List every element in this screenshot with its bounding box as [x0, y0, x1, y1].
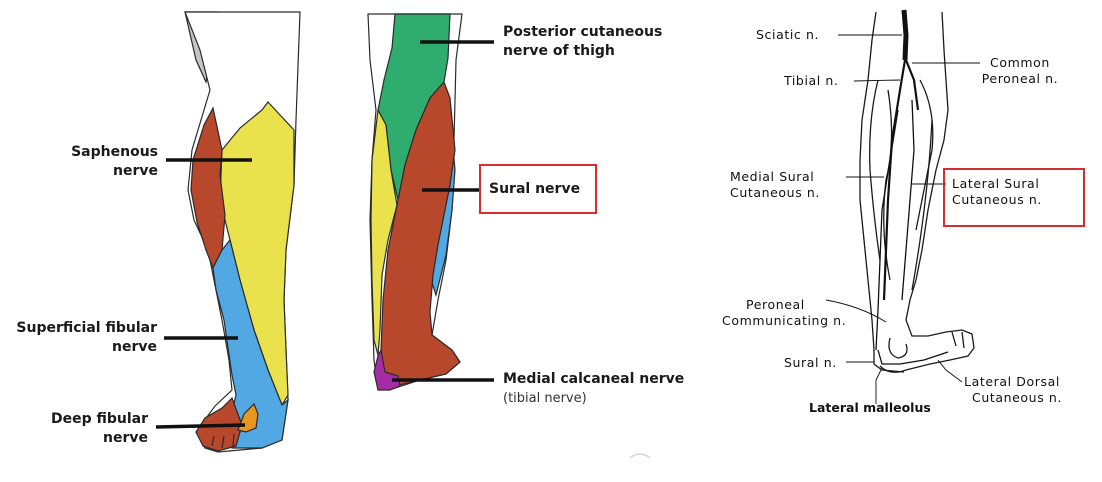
calf-muscle-left	[869, 79, 881, 261]
faint-circle-arc	[629, 453, 651, 459]
superficial-fibular-label: Superficial fibular nerve	[16, 320, 157, 355]
sural-anterior-region	[190, 106, 226, 270]
medial-sural-line	[875, 109, 899, 351]
lateral-leg-drawing	[859, 11, 975, 373]
sural-nerve-line	[877, 349, 949, 365]
tibial-crest	[911, 119, 933, 291]
leg-front-contour	[905, 11, 975, 371]
nerve-branches	[875, 9, 949, 365]
sciatic-nerve	[901, 9, 909, 61]
tibial-label: Tibial n.	[784, 73, 839, 88]
lateral-malleolus-label: Lateral malleolus	[809, 400, 931, 415]
sural-posterior-region	[379, 80, 461, 387]
superficial-fibular-region	[212, 238, 289, 449]
common-peroneal-label: Common Peroneal n.	[981, 55, 1059, 86]
common-peroneal-line	[904, 59, 920, 111]
toes	[951, 331, 965, 349]
deep-fibular-leader	[155, 423, 246, 429]
leg-back-contour	[859, 11, 905, 373]
tibial-nerve-line	[882, 59, 907, 301]
malleolus	[888, 337, 908, 359]
calf-muscle-right	[915, 79, 934, 231]
posterior-leg	[367, 13, 463, 391]
sural-nerve-label: Sural nerve	[489, 181, 581, 197]
pointer-lines	[825, 34, 980, 404]
medial-calcaneal-label: Medial calcaneal nerve (tibial nerve)	[503, 371, 685, 406]
lateral-sural-highlight-box	[943, 168, 1085, 227]
leader-lines	[155, 40, 494, 429]
foot-sole	[879, 365, 907, 373]
lateral-dorsal-label: Lateral Dorsal Cutaneous n.	[964, 374, 1062, 405]
sural-nerve-highlight-box	[479, 164, 597, 214]
lateral-sural-line	[901, 99, 915, 301]
medial-calcaneal-sub-label: (tibial nerve)	[503, 391, 587, 406]
peroneal-communicating-label: Peroneal Communicating n.	[722, 297, 847, 328]
posterior-cutaneous-label: Posterior cutaneous nerve of thigh	[503, 24, 663, 59]
saphenous-label: Saphenous nerve	[71, 144, 158, 179]
deep-fibular-label: Deep fibular nerve	[50, 411, 148, 446]
toe-lines	[211, 433, 235, 449]
anterior-leg	[184, 11, 301, 453]
saphenous-posterior-region	[370, 108, 398, 356]
lateral-sural-label: Lateral Sural Cutaneous n.	[952, 176, 1042, 207]
sciatic-label: Sciatic n.	[756, 27, 820, 42]
sural-n-label: Sural n.	[784, 355, 837, 370]
medial-sural-label: Medial Sural Cutaneous n.	[730, 169, 820, 200]
